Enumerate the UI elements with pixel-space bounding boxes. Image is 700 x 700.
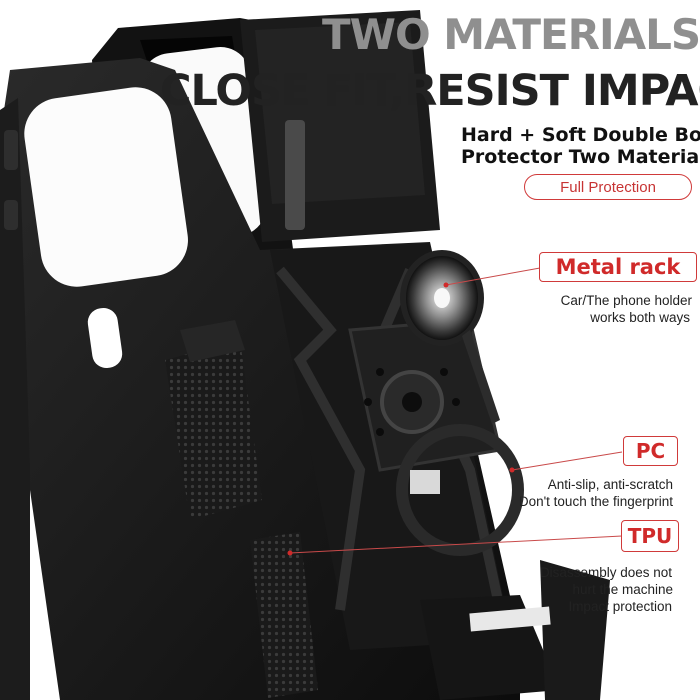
pc-desc-1: Anti-slip, anti-scratch (547, 477, 673, 492)
subtitle-line-2: Protector Two Materials (461, 146, 700, 168)
ring-holder-icon (400, 250, 500, 424)
pc-label: PC (623, 436, 678, 466)
tpu-label: TPU (621, 520, 679, 552)
callout-lines (289, 267, 623, 554)
pc-desc-2: Don't touch the fingerprint (518, 494, 673, 509)
tpu-desc-3: Impact protection (568, 599, 672, 614)
front-case-body (0, 58, 610, 700)
headline-line-2: CLOSE FIT,RESIST IMPACT (160, 66, 700, 116)
camera-slider-cover (240, 10, 440, 242)
full-protection-badge: Full Protection (524, 174, 692, 200)
callout-dot-icon (287, 282, 515, 556)
tpu-desc-2: hurt the machine (572, 582, 673, 597)
tpu-desc-1: Disassembly does not (539, 565, 672, 580)
metal-rack-desc-1: Car/The phone holder (560, 293, 692, 308)
subtitle-line-1: Hard + Soft Double Body (461, 124, 700, 146)
metal-rack-label: Metal rack (539, 252, 697, 282)
headline-line-1: TWO MATERIALS, (322, 10, 700, 59)
metal-rack-desc-2: works both ways (590, 310, 690, 325)
